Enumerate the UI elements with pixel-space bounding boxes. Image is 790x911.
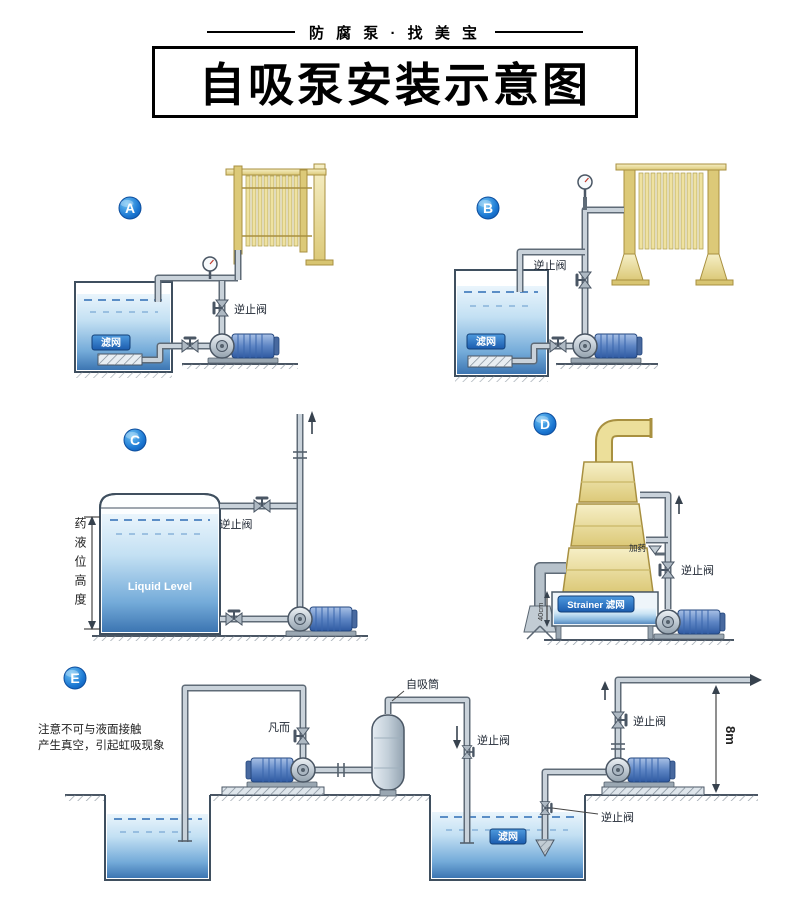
note-line-2: 产生真空，引起虹吸现象 (38, 738, 165, 752)
check-valve-icon (575, 270, 593, 290)
scrubber-tower (562, 461, 654, 593)
pump-right (603, 757, 676, 788)
gas-inlet-duct (523, 562, 566, 640)
height-label: 8m (723, 726, 738, 745)
plate-heat-exchanger (225, 163, 334, 266)
chemical-tank: Liquid Level (99, 493, 221, 635)
check-valve-bottom-right-label: 逆止阀 (601, 810, 634, 824)
pump (285, 606, 358, 637)
check-valve-label: 逆止阀 (681, 563, 714, 577)
diagram-d: 40cm 逆止阀 加药 Strainer 滤网 D (523, 412, 734, 645)
badge-b-letter: B (483, 200, 493, 216)
pressure-gauge-icon (576, 173, 594, 199)
svg-text:滤网: 滤网 (101, 336, 121, 349)
basin-depth-dimension: 40cm (536, 591, 550, 627)
svg-text:滤网: 滤网 (476, 335, 496, 348)
tagline-rule-right (495, 31, 583, 33)
badge-e-letter: E (70, 670, 79, 686)
badge-a-letter: A (125, 200, 135, 216)
suction-strainer (467, 355, 513, 368)
suction-strainer (97, 353, 143, 366)
diagram-b: 逆止阀 滤网 B (454, 163, 734, 382)
suction-valve-icon (180, 336, 200, 354)
check-valve-label: 逆止阀 (234, 302, 267, 316)
pump (570, 333, 643, 364)
suction-valve-icon (224, 609, 244, 627)
pump-left (245, 757, 318, 788)
diagram-a: 逆止阀 滤网 A (74, 163, 334, 378)
suction-valve-icon (293, 726, 311, 746)
dosing-label: 加药 (629, 543, 646, 553)
badge-d-letter: D (540, 416, 550, 432)
strainer-badge: Strainer 滤网 (557, 595, 635, 613)
check-valve-label: 逆止阀 (534, 258, 567, 272)
strainer-badge: 滤网 (91, 334, 131, 351)
filter-press (611, 163, 734, 286)
suction-valve-icon (548, 336, 568, 354)
svg-text:滤网: 滤网 (498, 830, 518, 843)
right-pit-tank (429, 795, 586, 881)
check-valve-icon (252, 496, 272, 514)
check-valve-mid-label: 逆止阀 (477, 733, 510, 747)
self-priming-tank-label: 自吸筒 (406, 677, 439, 691)
note-line-1: 注意不可与液面接触 (38, 722, 142, 736)
check-valve-icon (658, 560, 676, 580)
tagline-rule-left (206, 31, 295, 33)
diagram-c: Liquid Level 逆止阀 C (84, 411, 368, 641)
diagram-canvas: 逆止阀 滤网 A (38, 163, 762, 881)
liquid-level-label: Liquid Level (128, 581, 192, 593)
level-height-vertical-label: 药液位高度 (73, 517, 87, 612)
pump (653, 609, 726, 640)
strainer-badge: 滤网 (489, 828, 527, 845)
tagline-text: 防 腐 泵 · 找 美 宝 (308, 24, 481, 42)
svg-text:Strainer 滤网: Strainer 滤网 (567, 599, 625, 611)
basin-depth-label: 40cm (536, 603, 545, 621)
check-valve-icon (212, 298, 230, 318)
header-tagline-row: 防 腐 泵 · 找 美 宝 (0, 20, 790, 44)
strainer-badge: 滤网 (466, 333, 506, 350)
dosing-funnel (648, 545, 665, 556)
diagram-e: 8m 注意不可与液面接触 产生真空，引起虹吸现象 凡而 自吸筒 逆止阀 逆止阀 … (38, 666, 762, 881)
height-dimension: 8m (712, 685, 738, 793)
pump (207, 333, 280, 364)
valve-label: 凡而 (268, 722, 290, 734)
check-valve-top-right-label: 逆止阀 (633, 714, 666, 728)
page-title: 自吸泵安装示意图 (199, 59, 591, 111)
self-priming-cylinder (371, 714, 405, 797)
check-valve-label: 逆止阀 (220, 517, 253, 531)
level-dimension (84, 516, 100, 630)
title-box: 自吸泵安装示意图 (152, 46, 638, 118)
badge-c-letter: C (130, 432, 140, 448)
check-valve-icon (610, 710, 628, 730)
left-pit-tank (104, 795, 211, 881)
foot-valve-strainer (535, 839, 555, 858)
